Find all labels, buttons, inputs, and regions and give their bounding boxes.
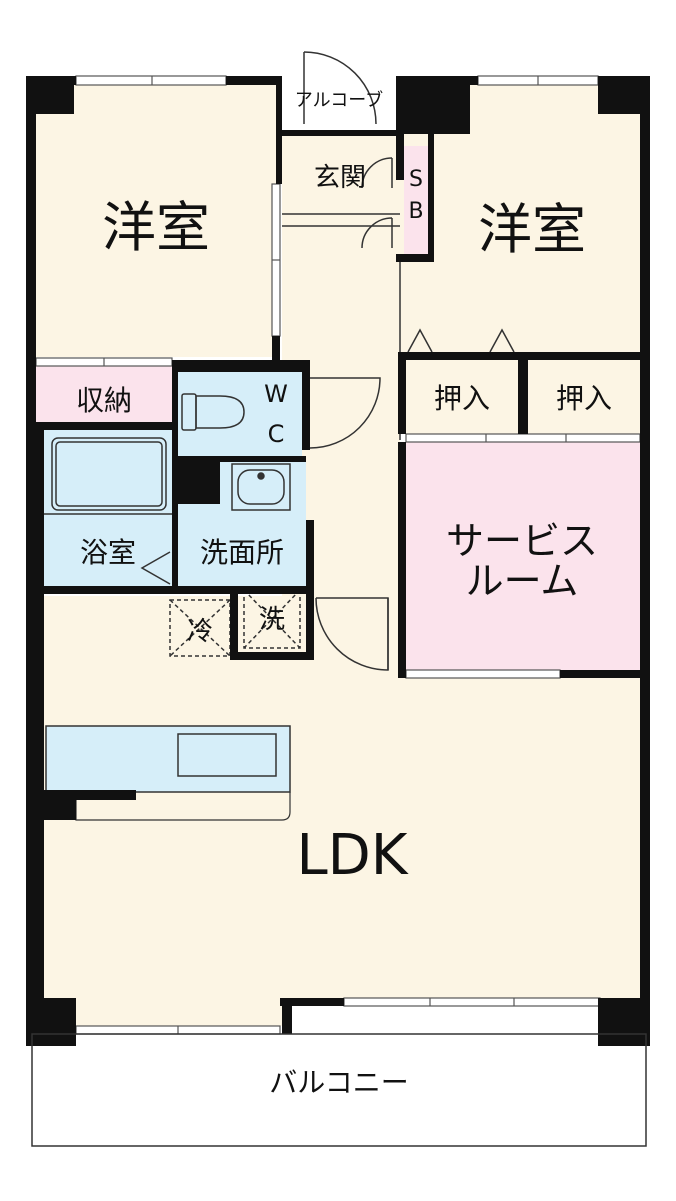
- bath-area: [44, 430, 172, 586]
- alcove-door-swing: [303, 51, 377, 125]
- wall-bottom-mid: [280, 998, 344, 1006]
- service-room-area: [406, 442, 640, 674]
- balcony-outline: [31, 1033, 647, 1147]
- column-bottom-left: [26, 998, 76, 1046]
- column-kitchen: [36, 790, 136, 800]
- wall-service-left-top: [398, 352, 406, 434]
- closet-1-area: [406, 360, 520, 434]
- sliding-door-service: [405, 669, 561, 679]
- shoe-box-area: [404, 146, 428, 254]
- closet-2-fold-door: [489, 328, 515, 353]
- room-fills: [36, 85, 642, 1026]
- wall-room-left-right: [276, 130, 282, 184]
- label-bath: 浴室: [80, 536, 136, 569]
- label-service-room-2: ルーム: [466, 559, 579, 603]
- wall-service-bottom: [560, 670, 650, 678]
- storage-area: [36, 366, 172, 422]
- label-entrance: 玄関: [314, 163, 366, 193]
- label-alcove: アルコーブ: [295, 89, 383, 111]
- wall-wc-bottom-block: [172, 456, 220, 504]
- label-shoebox-b: B: [408, 199, 423, 224]
- wall-left: [26, 76, 36, 1036]
- kitchen-counter-outline: [75, 792, 291, 821]
- bathtub: [51, 437, 167, 511]
- wash-basin-inner: [237, 469, 285, 505]
- toilet-bowl: [195, 395, 245, 429]
- ldk-lower-area: [76, 998, 290, 1026]
- label-closet-1: 押入: [434, 382, 490, 415]
- window-left-top: [75, 75, 227, 86]
- wall-shoebox-right: [428, 134, 434, 260]
- label-balcony: バルコニー: [269, 1066, 408, 1099]
- wc-door-swing: [309, 377, 381, 449]
- wall-wc-top: [172, 360, 310, 372]
- closet-1-fold-door: [407, 328, 433, 353]
- bathtub-inner: [55, 441, 163, 507]
- wall-bottom-right: [600, 998, 650, 1006]
- kitchen-counter: [45, 725, 291, 793]
- wall-closet-divider: [518, 352, 528, 434]
- label-washer: 洗: [259, 605, 285, 635]
- sliding-door-closets: [405, 433, 641, 443]
- label-service-room-1: サービス: [446, 519, 598, 563]
- label-western-left: 洋室: [102, 196, 210, 259]
- wall-right: [640, 76, 650, 1036]
- entrance-door-swing-2: [361, 217, 393, 249]
- wall-storage-bottom: [36, 422, 178, 430]
- wall-alcove-left: [276, 76, 282, 136]
- entrance-door-swing-1: [361, 157, 393, 189]
- wall-washer-bottom: [230, 652, 314, 660]
- wall-washer-left: [230, 586, 238, 660]
- wash-basin-faucet: [257, 472, 265, 480]
- ldk-door-swing: [315, 597, 389, 671]
- window-balcony-right: [343, 997, 601, 1007]
- wall-bottom-mid-b: [282, 998, 292, 1034]
- wall-shoebox-left: [396, 134, 404, 180]
- wash-basin-outer: [231, 463, 291, 511]
- walls: [26, 76, 650, 1046]
- label-fridge: 冷: [187, 617, 213, 647]
- wall-wc-right: [302, 360, 310, 450]
- wall-alcove-floor: [276, 130, 400, 136]
- label-wc-c: C: [268, 420, 285, 448]
- column-top-mid: [396, 76, 470, 134]
- wall-left-mid: [36, 422, 44, 1036]
- label-shoebox-s: S: [409, 167, 423, 192]
- wall-service-left: [398, 442, 406, 678]
- label-western-right: 洋室: [478, 198, 586, 261]
- label-washroom: 洗面所: [200, 536, 284, 569]
- wall-shoebox-bottom: [396, 254, 434, 262]
- column-kitchen-b: [36, 790, 76, 820]
- bath-door-marker: [140, 551, 171, 585]
- closet-2-area: [528, 360, 640, 434]
- wall-wc-bottom: [172, 456, 306, 462]
- western-room-left-area: [36, 85, 276, 357]
- label-wc-w: W: [264, 380, 288, 408]
- label-ldk: LDK: [296, 823, 408, 888]
- kitchen-sink: [177, 733, 277, 777]
- wall-top-left-b: [226, 76, 282, 85]
- wall-bath-bottom: [36, 586, 312, 594]
- wc-area: [178, 372, 302, 456]
- labels: 洋室 洋室 アルコーブ 玄関 S B 収納 W C 押入 押入 浴室 洗面所 サ…: [76, 89, 612, 1099]
- wall-room-left-right-b: [272, 336, 280, 366]
- label-closet-2: 押入: [556, 382, 612, 415]
- label-storage: 収納: [76, 384, 132, 417]
